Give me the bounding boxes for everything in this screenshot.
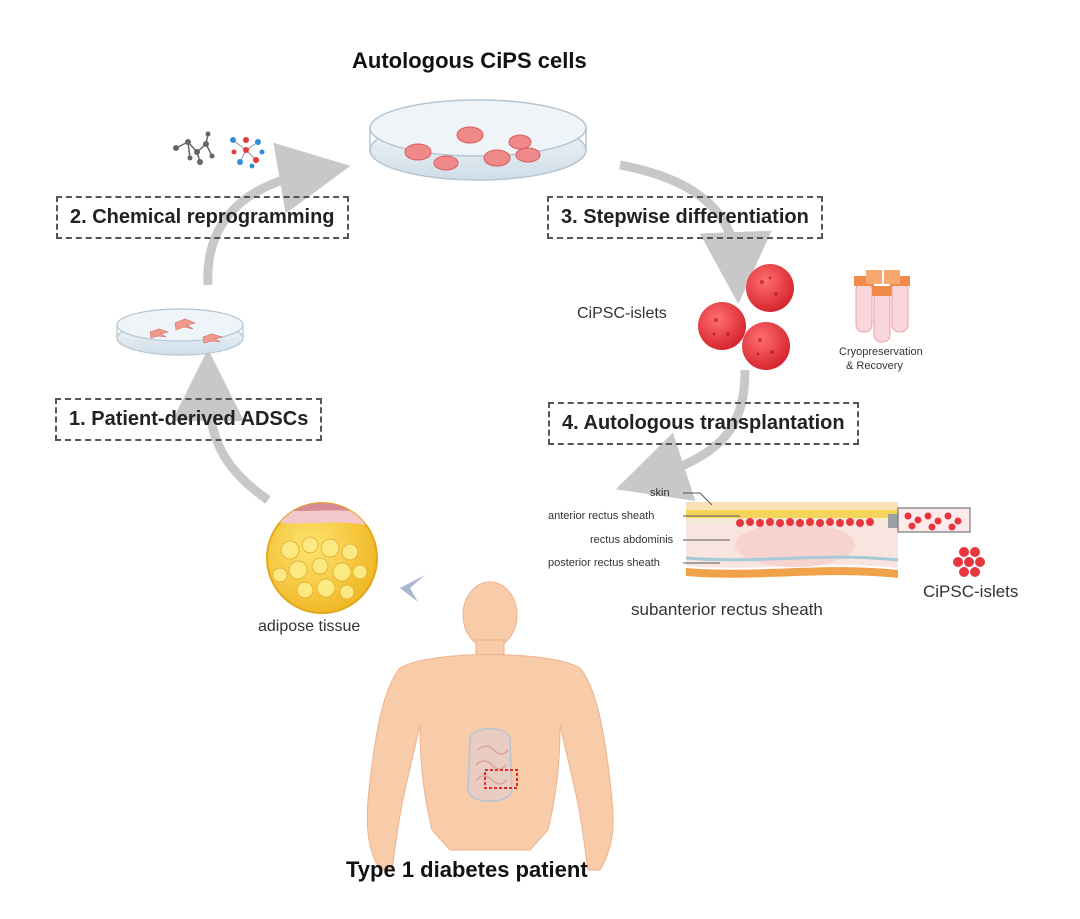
step-2-box: 2. Chemical reprogramming: [56, 196, 349, 239]
petri-dish-cips: [369, 99, 587, 181]
arrow-islets-to-transplant: [615, 369, 750, 501]
islet-cluster: [698, 264, 794, 370]
chevron-left-icon: [400, 575, 425, 602]
adipose-label: adipose tissue: [258, 618, 361, 635]
cryo-label-line1: Cryopreservation: [839, 346, 923, 358]
islets-label: CiPSC-islets: [577, 305, 667, 322]
arrow-adipose-to-adscs: [172, 349, 271, 504]
tissue-cross-section: [683, 492, 971, 578]
islets-right-label: CiPSC-islets: [923, 582, 1019, 601]
molecule-icon: [173, 131, 215, 165]
layer-label-rectus-abdominis: rectus abdominis: [590, 534, 674, 546]
cryo-label-line2: & Recovery: [846, 360, 903, 372]
step-4-box: 4. Autologous transplantation: [548, 402, 859, 445]
injection-site-marker: [484, 769, 518, 789]
step-1-box: 1. Patient-derived ADSCs: [55, 398, 323, 441]
intestine-illustration: [467, 728, 513, 802]
petri-dish-adscs: [116, 308, 244, 356]
layer-label-skin: skin: [650, 487, 670, 499]
site-label: subanterior rectus sheath: [631, 600, 823, 619]
molecule-colored-icon: [230, 137, 265, 169]
adipose-tissue-illustration: [266, 502, 378, 614]
arrow-cips-to-islets: [619, 160, 772, 304]
title-top: Autologous CiPS cells: [352, 48, 587, 73]
arrow-adscs-to-cips: [203, 142, 351, 286]
layer-label-anterior-sheath: anterior rectus sheath: [548, 510, 655, 522]
step-3-box: 3. Stepwise differentiation: [547, 196, 823, 239]
layer-label-posterior-sheath: posterior rectus sheath: [548, 557, 660, 569]
patient-body-illustration: [366, 581, 614, 871]
islet-dots-icon: [953, 547, 985, 577]
cryo-tubes-icon: [854, 270, 910, 343]
title-bottom: Type 1 diabetes patient: [346, 857, 588, 882]
